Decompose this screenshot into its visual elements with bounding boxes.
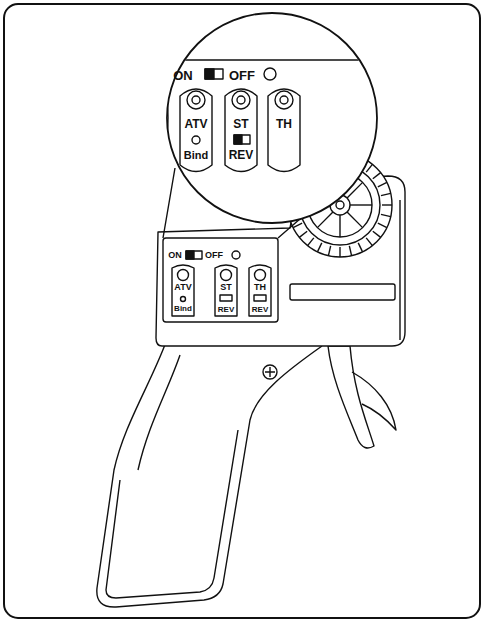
frame [4, 4, 480, 618]
rev-label: REV [252, 306, 268, 314]
zoom-th-label: TH [276, 118, 292, 130]
side-logo-strip [399, 200, 400, 340]
grip-inset [106, 430, 238, 598]
spoke [347, 212, 363, 228]
zoom-st-trim-center [237, 96, 245, 104]
knurl-stroke [382, 204, 392, 205]
zoom-th-tab [268, 89, 300, 172]
spoke [339, 215, 340, 237]
knurl-stroke [378, 182, 387, 186]
knurl-stroke [349, 246, 351, 256]
st-rev-switch [220, 295, 232, 301]
trigger-guard [352, 372, 396, 430]
st-label: ST [220, 283, 232, 292]
screw-slot [265, 367, 275, 377]
side-label-plate [290, 284, 395, 300]
zoom-power-knob [205, 69, 214, 79]
knurl-stroke [299, 231, 307, 237]
zoom-st-tab [225, 89, 257, 172]
trigger [328, 346, 374, 448]
atv-tab [172, 265, 194, 316]
spoke [350, 204, 372, 205]
knurl-stroke [308, 238, 314, 246]
zoom-rev-label: REV [229, 149, 254, 161]
st-trim [221, 270, 232, 281]
zoom-st-rev-knob [234, 135, 242, 144]
th-trim [255, 270, 266, 281]
zoom-circle [167, 13, 377, 223]
knurl-stroke [381, 214, 391, 216]
led [232, 251, 240, 259]
knurl-stroke [366, 164, 372, 172]
atv-knob [178, 270, 189, 281]
zoom-bind-label: Bind [184, 150, 208, 161]
wheel-nut [336, 201, 344, 209]
zoom-th-trim-center [280, 96, 288, 104]
knurl-stroke [373, 231, 381, 237]
zoom-bind-button [192, 136, 200, 144]
knurl-stroke [366, 238, 372, 246]
power-switch [186, 251, 202, 259]
knurl-stroke [358, 243, 362, 252]
grip-edge [138, 355, 180, 470]
spoke [317, 212, 333, 228]
zoom-st-trim [232, 91, 250, 109]
knurl-stroke [373, 173, 381, 179]
zoom-atv-knob [187, 91, 205, 109]
zoom-atv-knob-center [192, 96, 200, 104]
zoom-led [264, 68, 276, 80]
zoom-panel-edge [168, 60, 400, 240]
knurl-stroke [317, 243, 321, 252]
switch-panel [163, 238, 278, 322]
rev-label: REV [218, 306, 234, 314]
grip [97, 342, 322, 607]
zoom-atv-label: ATV [184, 118, 207, 130]
zoom-st-label: ST [233, 118, 248, 130]
power-switch-knob [186, 251, 194, 259]
atv-label: ATV [174, 283, 191, 292]
off-label: OFF [205, 251, 223, 260]
screw [263, 365, 277, 379]
zoom-atv-tab [180, 89, 212, 172]
zoom-off-label: OFF [229, 69, 255, 82]
st-tab [215, 265, 237, 316]
knurl-stroke [339, 247, 340, 257]
knurl-stroke [378, 223, 387, 227]
th-tab [249, 265, 271, 316]
th-label: TH [254, 283, 266, 292]
zoom-th-trim [275, 91, 293, 109]
knurl-stroke [381, 193, 391, 195]
bind-button [181, 297, 186, 302]
zoom-st-rev-switch [234, 135, 250, 144]
th-rev-switch [254, 295, 266, 301]
zoom-on-label: ON [173, 69, 193, 82]
knurl-stroke [328, 246, 330, 256]
bind-label: Bind [174, 305, 192, 313]
zoom-power-switch [205, 69, 223, 79]
on-label: ON [168, 251, 182, 260]
